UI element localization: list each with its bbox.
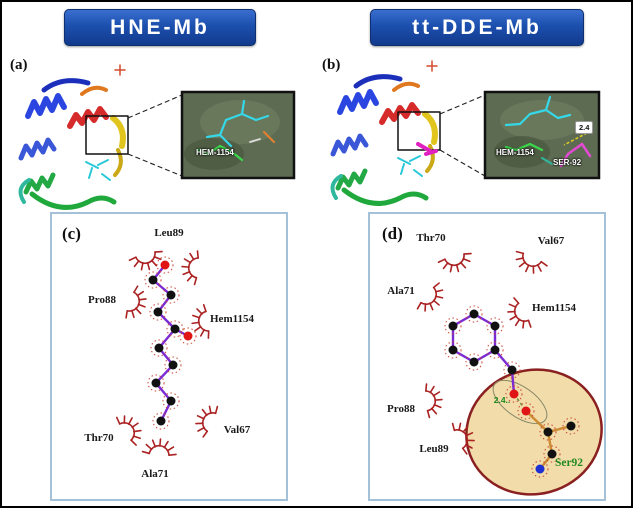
inset-a-hem-label: HEM-1154 [196,148,234,157]
protein-cartoon-b [332,61,440,203]
residue-label-pro88-c: Pro88 [88,294,116,306]
inset-a [180,90,296,180]
protein-cartoon-a [20,65,128,207]
residue-label-leu89-d: Leu89 [419,443,449,455]
title-banner-left: HNE-Mb [64,9,256,46]
inset-b-distance-dash [563,132,588,146]
residue-label-hem1154-c: Hem1154 [210,313,254,325]
residue-label-thr70-d: Thr70 [416,232,446,244]
residue-label-pro88-d: Pro88 [387,403,415,415]
residue-label-leu89-c: Leu89 [154,227,184,239]
ttdde-ligand-sticks [504,95,572,127]
residue-label-thr70-c: Thr70 [84,432,114,444]
inset-b [483,90,601,180]
inset-b-distance-value: 2.4 [575,121,594,134]
interaction-panel-c-box [50,212,288,501]
residue-label-val67-c: Val67 [223,424,251,436]
residue-label-ala71-d: Ala71 [387,285,415,297]
panel-label-d: (d) [382,224,403,243]
title-left: HNE-Mb [110,15,210,39]
inset-b-ser-label: SER-92 [553,158,582,167]
hne-ligand-sticks [205,99,270,148]
panel-label-c: (c) [62,224,81,243]
title-banner-right: tt-DDE-Mb [370,9,584,46]
magenta-residue-stick-b [416,142,438,156]
panel-label-b: (b) [322,57,341,73]
title-right: tt-DDE-Mb [412,15,542,39]
residue-label-val67-d: Val67 [537,235,565,247]
hbond-distance-label-d: 2.4.. [493,395,511,405]
panel-label-a: (a) [10,57,28,73]
residue-label-ser92-d: Ser92 [554,457,584,469]
residue-label-hem1154-d: Hem1154 [532,302,576,314]
inset-connector-lines [127,94,486,177]
inset-b-hem-label: HEM-1154 [496,148,534,157]
residue-label-ala71-c: Ala71 [141,468,169,480]
